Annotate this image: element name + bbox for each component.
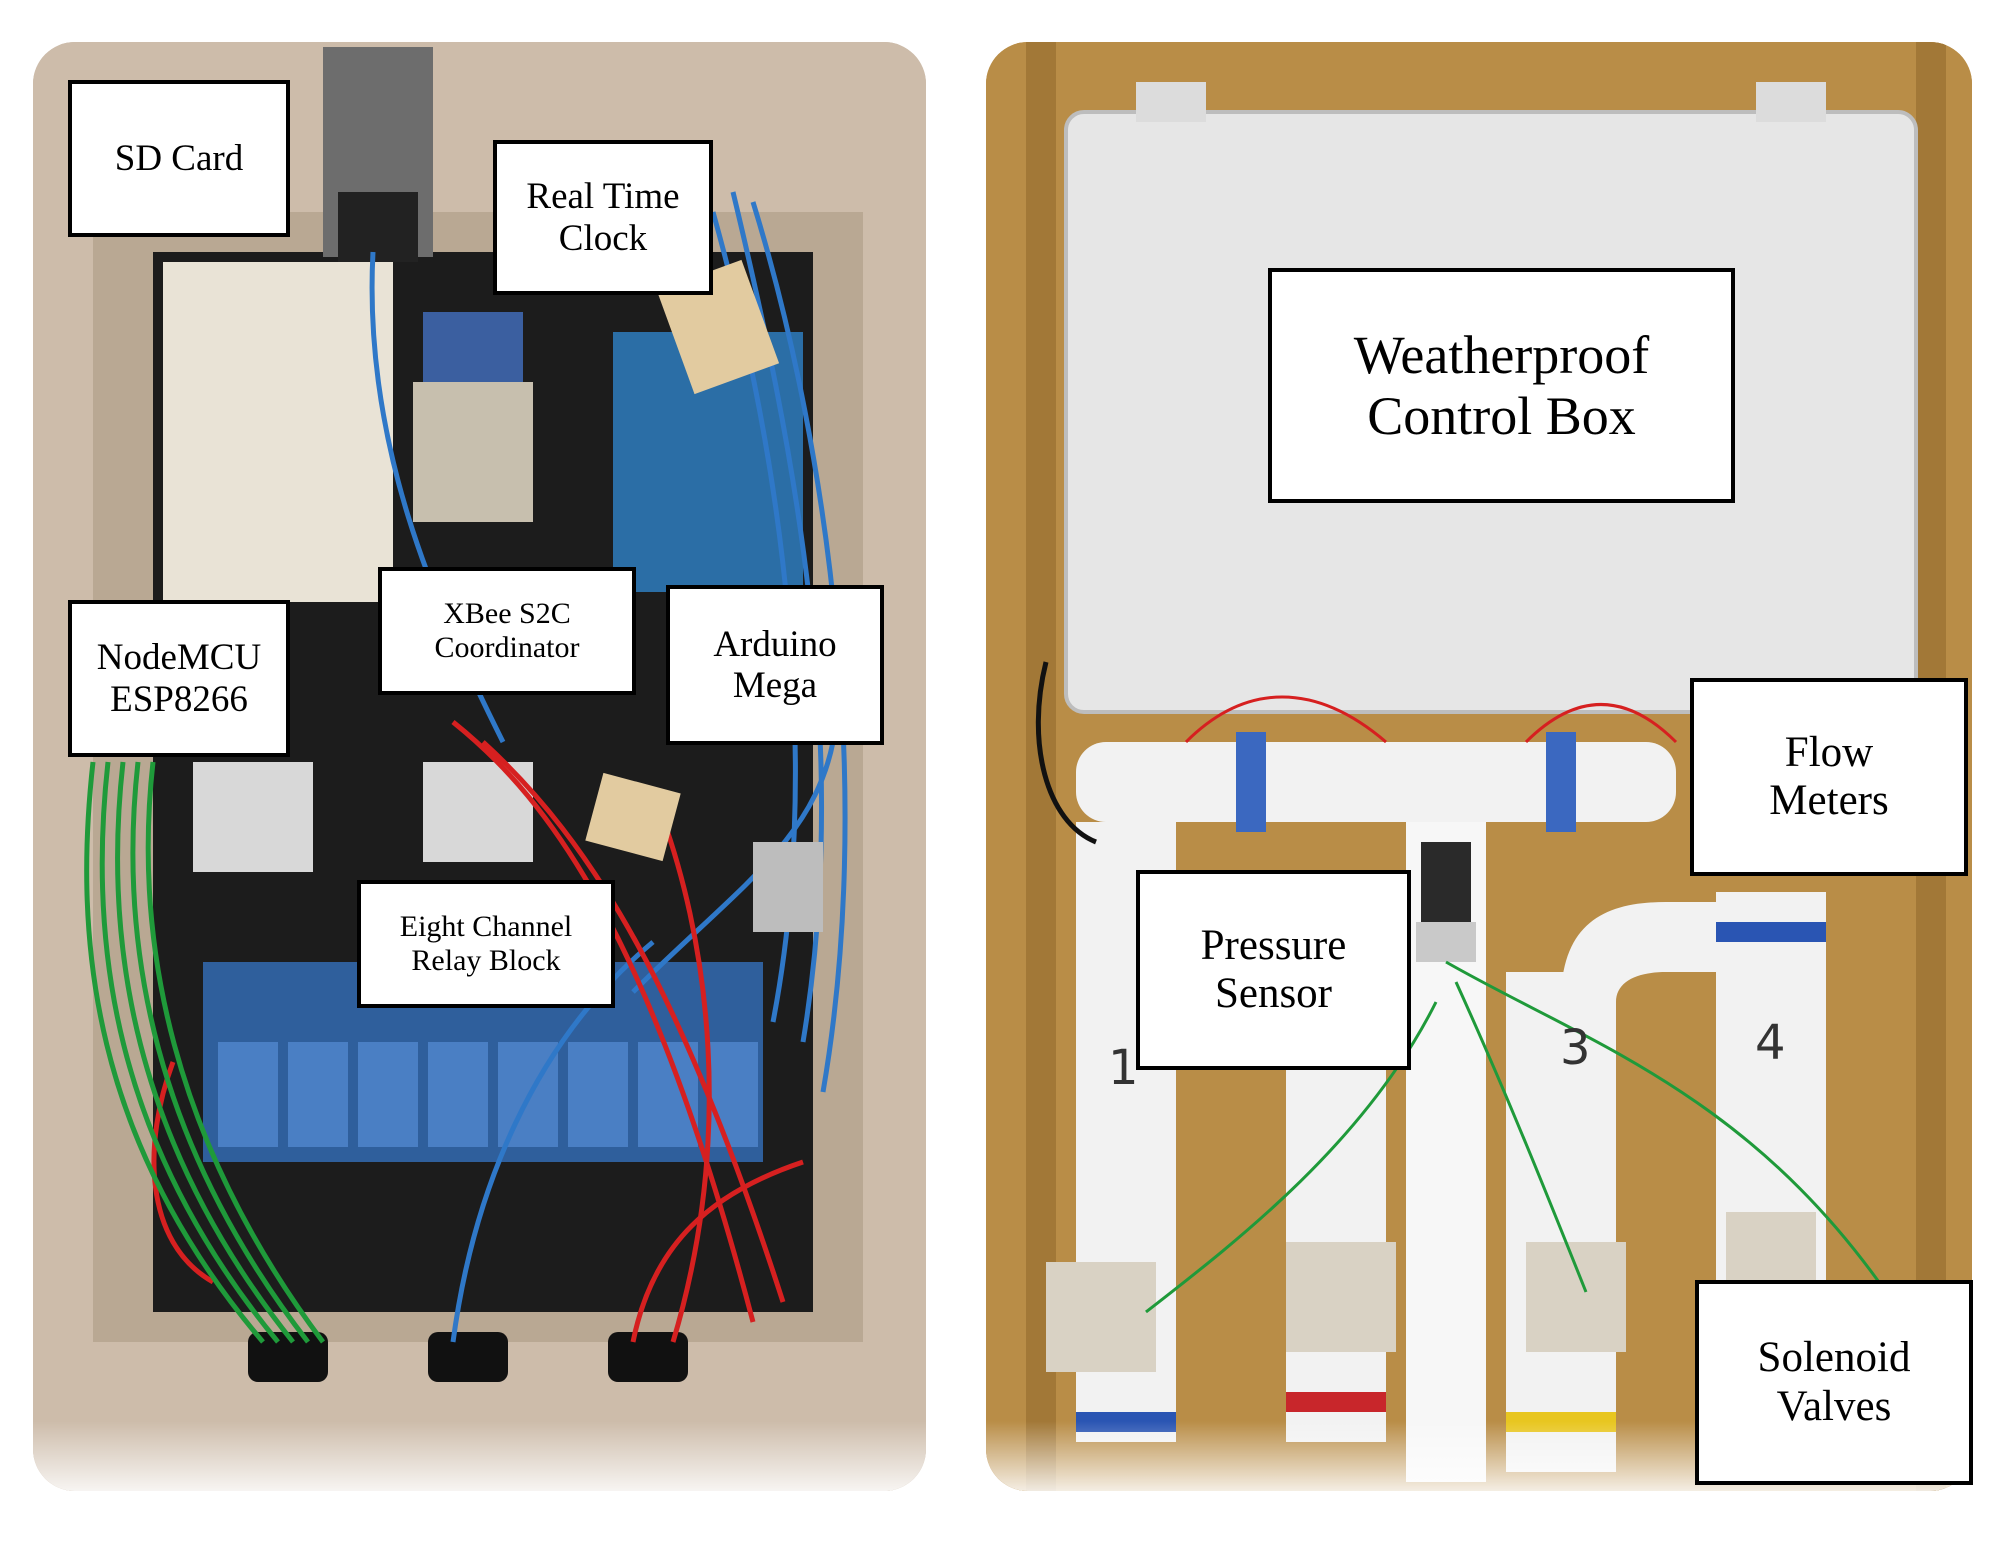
terminal-block-1 (193, 762, 313, 872)
flow-meter-1 (1236, 732, 1266, 832)
pipe-number-4: 4 (1755, 1015, 1786, 1071)
tape-2 (585, 772, 681, 862)
box-hinge-2 (1756, 82, 1826, 122)
relay-8 (708, 1042, 758, 1147)
tape-3 (753, 842, 823, 932)
pipe-number-3: 3 (1560, 1020, 1591, 1076)
xbee-coordinator-label: XBee S2C Coordinator (378, 567, 636, 695)
solenoid-2 (1286, 1242, 1396, 1352)
flow-wires (1184, 695, 1678, 744)
sd-card-header (338, 192, 418, 262)
box-hinge-1 (1136, 82, 1206, 122)
real-time-clock-label: Real Time Clock (493, 140, 713, 295)
flow-meter-2 (1546, 732, 1576, 832)
enclosure-illustration (33, 42, 926, 1491)
solenoid-3 (1526, 1242, 1626, 1352)
relay-4 (428, 1042, 488, 1147)
black-cable (1035, 661, 1097, 845)
pressure-sensor-fitting (1416, 922, 1476, 962)
pressure-sensor-label: Pressure Sensor (1136, 870, 1411, 1070)
relay-1 (218, 1042, 278, 1147)
manifold-pipe (1076, 742, 1676, 822)
pipe-2 (1286, 1002, 1386, 1442)
cable-gland-2 (428, 1332, 508, 1382)
pipe-3 (1506, 972, 1616, 1472)
arduino-mega-label: Arduino Mega (666, 585, 884, 745)
cable-gland-1 (248, 1332, 328, 1382)
breadboard (163, 262, 393, 602)
rtc-module (423, 312, 523, 382)
relay-2 (288, 1042, 348, 1147)
flow-meters-label: Flow Meters (1690, 678, 1968, 876)
relay-block-label: Eight Channel Relay Block (357, 880, 615, 1008)
green-wires (84, 761, 326, 1344)
relay-3 (358, 1042, 418, 1147)
nodemcu-label: NodeMCU ESP8266 (68, 600, 290, 757)
relay-6 (568, 1042, 628, 1147)
enclosure-photo (33, 42, 926, 1491)
cable-gland-3 (608, 1332, 688, 1382)
sd-card-label: SD Card (68, 80, 290, 237)
tape-band-red (1286, 1392, 1386, 1412)
tape-band-blue-4 (1716, 922, 1826, 942)
pipe-number-1: 1 (1108, 1040, 1139, 1096)
control-box-label: Weatherproof Control Box (1268, 268, 1735, 503)
pressure-sensor-body (1421, 842, 1471, 922)
solenoid-1 (1046, 1262, 1156, 1372)
solenoid-valves-label: Solenoid Valves (1695, 1280, 1973, 1485)
xbee-module (413, 382, 533, 522)
